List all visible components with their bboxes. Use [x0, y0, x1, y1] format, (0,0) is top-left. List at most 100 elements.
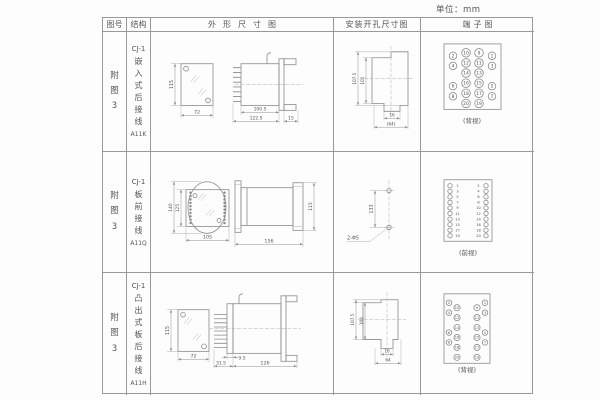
dimension: 115: [308, 182, 316, 231]
outline-diagram-a11q: 140 125 105 156 115: [168, 180, 317, 248]
header-mounting: 安装开孔尺寸图: [334, 18, 421, 32]
structure-model: CJ-1: [131, 45, 146, 53]
terminal-circle: [446, 199, 453, 205]
outline-diagram-a11k: 115 72 100.5 122.5 15: [169, 52, 303, 124]
terminal-circle: [473, 68, 484, 78]
dim-label: 72: [194, 110, 200, 116]
terminal-number: 5: [483, 330, 485, 334]
terminal-number: 12: [463, 61, 469, 67]
terminal-number: 16: [463, 81, 469, 87]
terminal-circle: [460, 58, 471, 68]
terminal-number: 15: [476, 81, 482, 87]
terminal-circle: [473, 78, 484, 88]
terminal-circle: [481, 328, 488, 336]
structure-cell-a11q: CJ-1 板前接线 A11Q: [127, 152, 151, 273]
dim-label: (64): [387, 122, 396, 127]
dim-label: 104: [359, 316, 364, 324]
terminal-circle: [452, 313, 460, 321]
dim-label: 107.5: [352, 72, 357, 84]
terminal-circle: [446, 205, 453, 211]
terminal-circle: [445, 299, 452, 306]
terminal-circle: [452, 353, 460, 361]
terminal-circle: [448, 92, 457, 101]
structure-desc: 嵌入式后接线: [134, 57, 143, 126]
terminal-number: 16: [454, 335, 458, 339]
terminal-number: 13: [455, 217, 460, 221]
dim-label: 15: [288, 116, 294, 122]
terminal-number: 8: [447, 340, 449, 344]
terminal-circle: [473, 303, 481, 311]
terminal-number: 7: [483, 340, 485, 344]
structure-desc: 凸出式板后接线: [134, 293, 143, 375]
dimension: 122.5: [233, 116, 279, 123]
terminal-circle: [445, 328, 452, 336]
terminal-circle: [448, 51, 457, 60]
terminal-number: 13: [474, 325, 478, 329]
terminal-number: 2: [451, 53, 454, 59]
structure-desc: 板前接线: [134, 189, 143, 235]
dim-label: 100.5: [254, 107, 267, 113]
terminal-number: 14: [454, 325, 459, 329]
terminal-number: 5: [456, 195, 458, 199]
view-label: (背视): [462, 116, 480, 125]
dimension: 125: [175, 189, 183, 227]
terminal-circle: [448, 81, 457, 91]
terminal-number: 17: [476, 91, 482, 97]
terminal-circle: [452, 303, 460, 311]
terminal-number: 11: [455, 212, 460, 216]
header-outline-label: 外形尺寸图: [208, 20, 283, 29]
dimension: 72: [178, 353, 209, 360]
terminal-number: 20: [454, 355, 458, 359]
terminal-number: 19: [455, 234, 460, 238]
dim-label: 31.5: [216, 360, 226, 366]
terminal-circle: [446, 183, 453, 189]
terminal-circle: [460, 68, 471, 78]
terminal-number: 8: [477, 201, 480, 205]
terminal-circle: [482, 199, 489, 205]
header-terminal-label: 端子图: [462, 20, 496, 29]
terminal-circle: [481, 309, 488, 316]
mounting-diagram-a11q: 133 2-Φ5: [347, 179, 394, 242]
terminal-circle: [460, 98, 471, 109]
dimension: 72: [181, 110, 213, 117]
mounting-cell-a11q: 133 2-Φ5: [334, 152, 421, 273]
dimension: 140: [168, 181, 176, 234]
terminal-circle: [446, 188, 453, 194]
terminal-number: 6: [477, 195, 480, 199]
fig-no: 附图3: [110, 313, 119, 354]
terminal-number: 20: [463, 101, 469, 107]
terminal-number: 10: [454, 305, 458, 309]
dimension: 104: [359, 302, 367, 339]
terminal-circle: [482, 205, 489, 211]
dim-label: 115: [165, 325, 171, 334]
terminal-number: 4: [451, 64, 454, 70]
terminal-number: 9: [456, 206, 459, 210]
terminal-circle: [473, 353, 481, 361]
dimension: 107.5: [350, 299, 358, 339]
terminal-circle: [482, 183, 489, 189]
mounting-diagram-a11k: 107.5 105 16 (64): [352, 45, 414, 130]
terminal-circle: [482, 210, 489, 217]
terminal-number: 9: [477, 50, 480, 56]
terminal-circle: [446, 216, 453, 222]
structure-code: A11Q: [130, 239, 147, 247]
dim-label: 122.5: [250, 116, 263, 122]
dim-label: 72: [190, 353, 196, 359]
terminal-circle: [473, 88, 484, 98]
terminal-circle: [481, 299, 488, 306]
outline-cell-a11q: 140 125 105 156 115: [151, 152, 334, 273]
dim-label: 115: [308, 202, 314, 211]
dimension: 115: [165, 309, 173, 351]
dim-label: 156: [264, 239, 273, 245]
terminal-circle: [452, 333, 460, 341]
terminal-circle: [446, 210, 453, 217]
terminal-number: 7: [490, 94, 493, 100]
terminal-circle: [473, 323, 481, 331]
terminal-circle: [448, 61, 457, 71]
